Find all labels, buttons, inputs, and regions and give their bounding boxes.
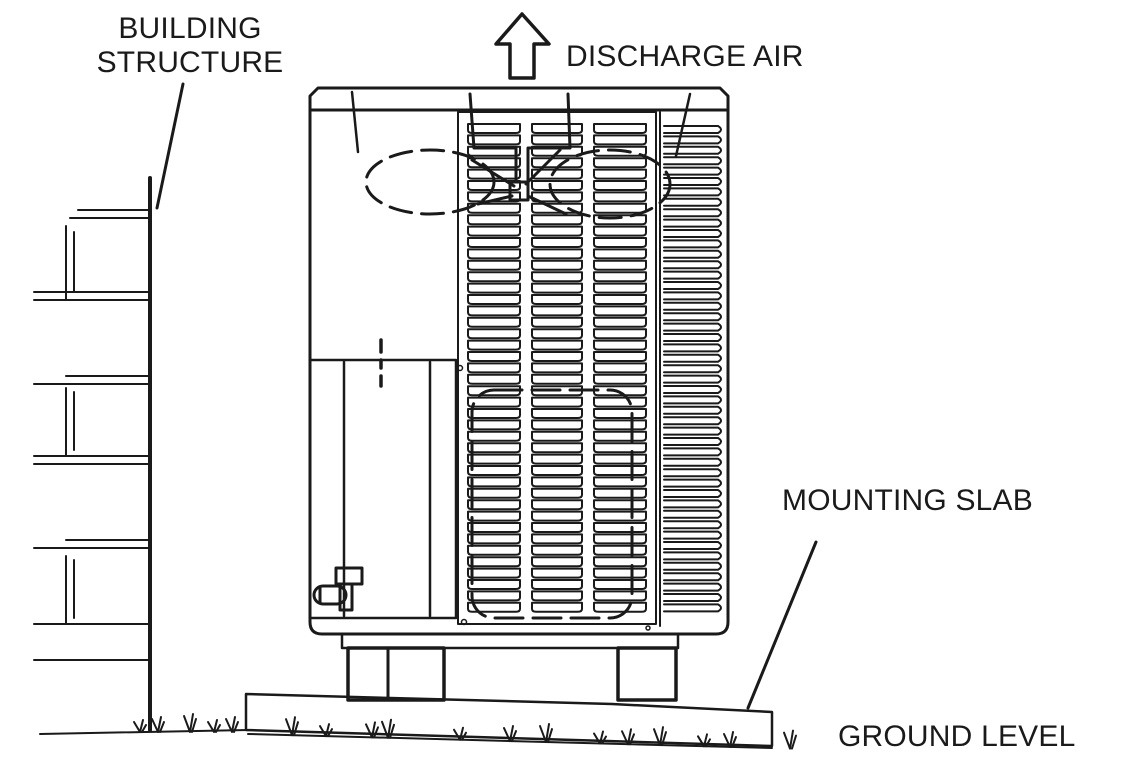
discharge-arrow-icon bbox=[494, 12, 551, 80]
side-coil-fins bbox=[663, 125, 722, 613]
unit-foot-left bbox=[346, 646, 446, 702]
label-building-line2: STRUCTURE bbox=[96, 46, 284, 79]
condenser-unit bbox=[308, 86, 730, 702]
unit-base bbox=[340, 632, 680, 650]
label-ground-level: GROUND LEVEL bbox=[838, 720, 1076, 753]
building-structure bbox=[33, 82, 185, 732]
label-mounting-slab: MOUNTING SLAB bbox=[782, 484, 1033, 517]
building-leader-line bbox=[155, 82, 185, 210]
service-panel bbox=[308, 358, 458, 620]
louver-grille bbox=[467, 123, 647, 613]
fan-blade-right bbox=[548, 148, 672, 220]
label-discharge-air: DISCHARGE AIR bbox=[566, 40, 804, 73]
ground-level bbox=[39, 713, 797, 750]
grass-tufts bbox=[133, 713, 797, 750]
unit-top-cap bbox=[308, 86, 730, 112]
unit-foot-right bbox=[616, 646, 678, 702]
mounting-slab bbox=[244, 540, 818, 748]
compressor-outline bbox=[470, 388, 634, 620]
unit-front-panel bbox=[457, 111, 657, 625]
label-building-structure: BUILDING STRUCTURE bbox=[84, 12, 296, 80]
service-valve-icon bbox=[312, 566, 364, 612]
brick-courses bbox=[33, 209, 149, 661]
label-building-line1: BUILDING bbox=[118, 12, 262, 45]
mounting-slab-leader-line bbox=[746, 540, 818, 710]
